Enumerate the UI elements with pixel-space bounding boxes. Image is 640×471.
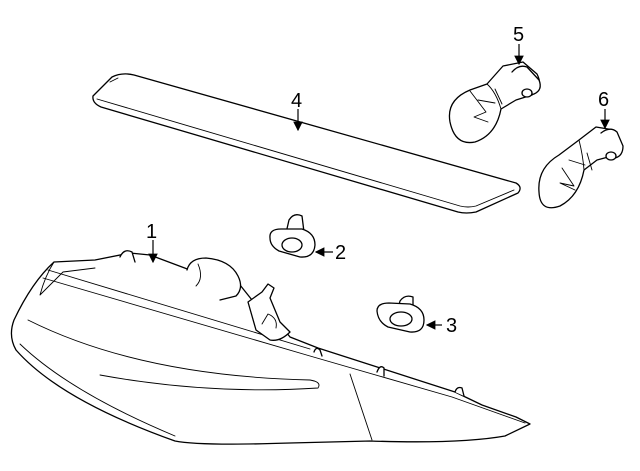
- gasket-lower-part: [376, 295, 425, 333]
- callout-4: 4: [291, 90, 302, 112]
- gasket-upper-part: [269, 214, 316, 258]
- callout-3: 3: [446, 315, 457, 337]
- callout-leaders: [148, 44, 610, 330]
- callout-1: 1: [146, 221, 157, 243]
- callout-5: 5: [513, 24, 524, 46]
- trim-molding-part: [92, 73, 521, 214]
- callout-2: 2: [335, 242, 346, 264]
- callout-labels: 1 2 3 4 5 6: [146, 24, 609, 337]
- callout-6: 6: [598, 89, 609, 111]
- bulb-right-part: [538, 126, 624, 209]
- tail-lamp-part: [10, 250, 531, 445]
- bulb-left-part: [448, 61, 541, 144]
